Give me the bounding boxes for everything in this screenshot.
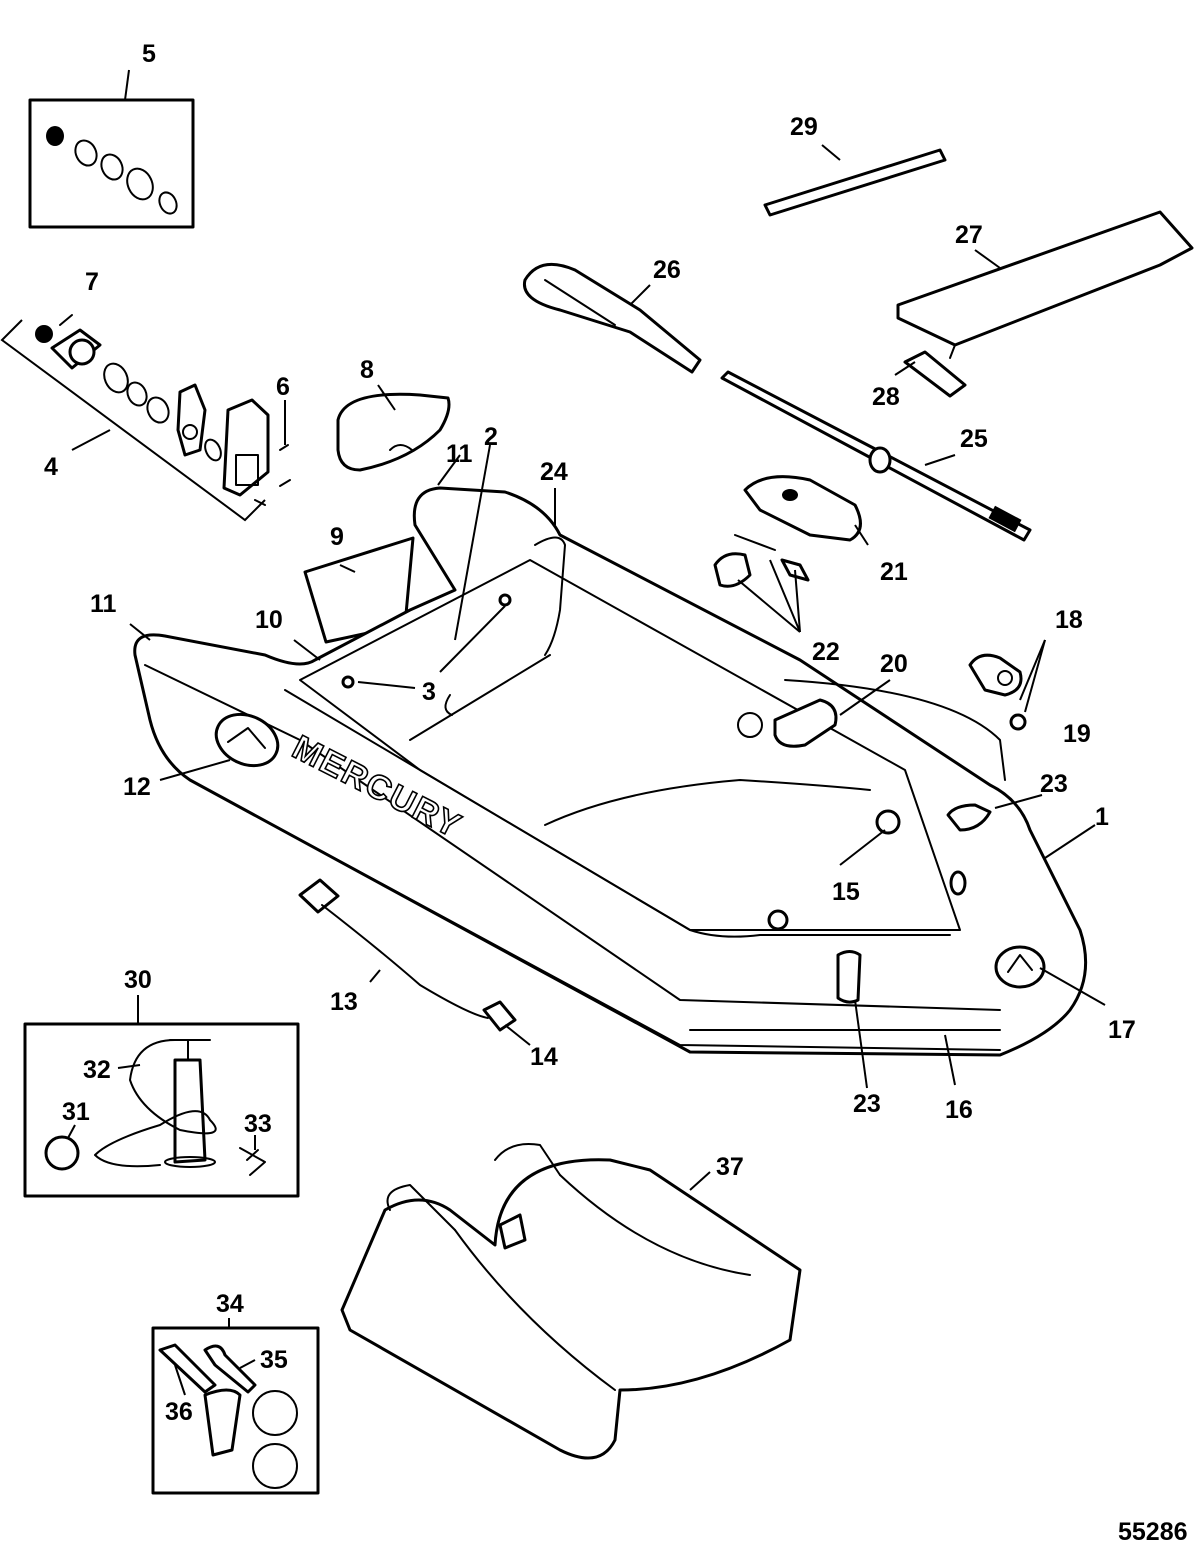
callout-7: 7 [85, 268, 99, 296]
oarlock-set [713, 475, 862, 633]
callout-labels: 1 2 3 4 5 6 7 8 9 10 11 11 12 13 14 15 1… [44, 40, 1188, 1546]
callout-18: 18 [1055, 606, 1083, 634]
callout-20: 20 [880, 650, 908, 678]
callout-13: 13 [330, 988, 358, 1016]
callout-6: 6 [276, 373, 290, 401]
callout-22: 22 [812, 638, 840, 666]
oar-blade [522, 262, 702, 374]
callout-26: 26 [653, 256, 681, 284]
carrying-bag [340, 1143, 802, 1460]
callout-10: 10 [255, 606, 283, 634]
inflation-valve-assembly [0, 314, 291, 522]
oar-shaft [720, 370, 1032, 542]
callout-17: 17 [1108, 1016, 1136, 1044]
callout-leaders [67, 444, 1106, 1396]
callout-12: 12 [123, 773, 151, 801]
callout-30: 30 [124, 966, 152, 994]
callout-16: 16 [945, 1096, 973, 1124]
callout-31: 31 [62, 1098, 90, 1126]
callout-35: 35 [260, 1346, 288, 1374]
repair-kit-case [336, 384, 451, 472]
callout-36: 36 [165, 1398, 193, 1426]
seat-clip [894, 350, 967, 398]
callout-19: 19 [1063, 720, 1091, 748]
callout-23-bow: 23 [1040, 770, 1068, 798]
callout-28: 28 [872, 383, 900, 411]
callout-3: 3 [422, 678, 436, 706]
callout-21: 21 [880, 558, 908, 586]
callout-11-stern: 11 [446, 440, 473, 468]
callout-23-side: 23 [853, 1090, 881, 1118]
callout-15: 15 [832, 878, 860, 906]
callout-1: 1 [1095, 803, 1109, 831]
pump-kit-box [23, 995, 300, 1198]
callout-33: 33 [244, 1110, 272, 1138]
callout-4: 4 [44, 453, 58, 481]
callout-37: 37 [716, 1153, 744, 1181]
callout-14: 14 [530, 1043, 558, 1071]
callout-5: 5 [142, 40, 156, 68]
figure-number: 55286 [1118, 1518, 1188, 1546]
callout-24: 24 [540, 458, 568, 486]
seat-bench [896, 210, 1194, 359]
valve-seal-kit-box [28, 69, 195, 229]
repair-kit-box [151, 1318, 320, 1495]
boat-hull: MERCURY [133, 486, 1088, 1057]
callout-9: 9 [330, 523, 344, 551]
callout-11-port: 11 [90, 590, 117, 618]
callout-25: 25 [960, 425, 988, 453]
callout-29: 29 [790, 113, 818, 141]
callout-27: 27 [955, 221, 983, 249]
callout-2: 2 [484, 423, 498, 451]
callout-34: 34 [216, 1290, 244, 1318]
callout-8: 8 [360, 356, 374, 384]
seat-pad [763, 144, 947, 217]
drain-plug [968, 639, 1046, 731]
callout-32: 32 [83, 1056, 111, 1084]
painter-rope [298, 878, 517, 1032]
